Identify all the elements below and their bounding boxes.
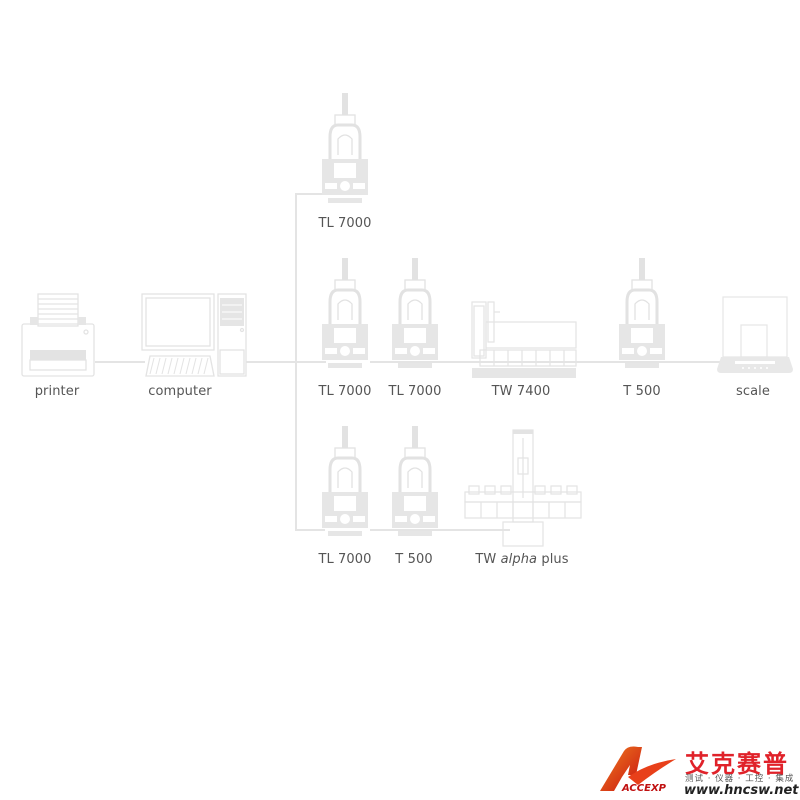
node-label-tw7400: TW 7400 <box>491 384 551 399</box>
node-label-tw-alpha-plus: TW alpha plus <box>475 552 569 567</box>
svg-text:ACCEXP: ACCEXP <box>621 783 667 794</box>
titrator-icon-tl7000-mid2 <box>392 258 438 368</box>
node-label-printer: printer <box>34 384 80 399</box>
node-label-tl7000-top: TL 7000 <box>318 216 372 231</box>
link-bus-bottom <box>295 529 325 531</box>
brand-url: www.hncsw.net <box>684 783 799 798</box>
printer-icon <box>21 293 95 377</box>
node-label-scale: scale <box>736 384 770 399</box>
sample-changer-icon <box>464 429 582 547</box>
link-computer-bus <box>246 361 326 363</box>
node-label-t500-mid: T 500 <box>623 384 661 399</box>
brand-tagline: 测试 · 仪器 · 工控 · 集成 <box>685 774 795 784</box>
node-label-tl7000-mid2: TL 7000 <box>388 384 442 399</box>
titrator-icon-tl7000-bot <box>322 426 368 536</box>
link-printer-computer <box>95 361 145 363</box>
link-bottom-row <box>370 529 510 531</box>
titrator-icon-t500-bot <box>392 426 438 536</box>
scale-icon <box>717 296 793 373</box>
link-mid-row <box>370 361 725 363</box>
node-label-computer: computer <box>148 384 212 399</box>
link-bus-top <box>295 193 325 195</box>
titrator-icon-tl7000-mid1 <box>322 258 368 368</box>
titrator-icon-tl7000-top <box>322 93 368 203</box>
titrator-icon-t500-mid <box>619 258 665 368</box>
node-label-tl7000-bot: TL 7000 <box>318 552 372 567</box>
node-label-tl7000-mid1: TL 7000 <box>318 384 372 399</box>
computer-icon <box>141 293 247 377</box>
brand-name-cn: 艾克赛普 <box>685 750 789 778</box>
node-label-t500-bot: T 500 <box>395 552 433 567</box>
bus-vertical <box>295 193 297 530</box>
accexp-logo-icon: ACCEXP <box>600 746 676 794</box>
autosampler-icon <box>471 301 577 378</box>
